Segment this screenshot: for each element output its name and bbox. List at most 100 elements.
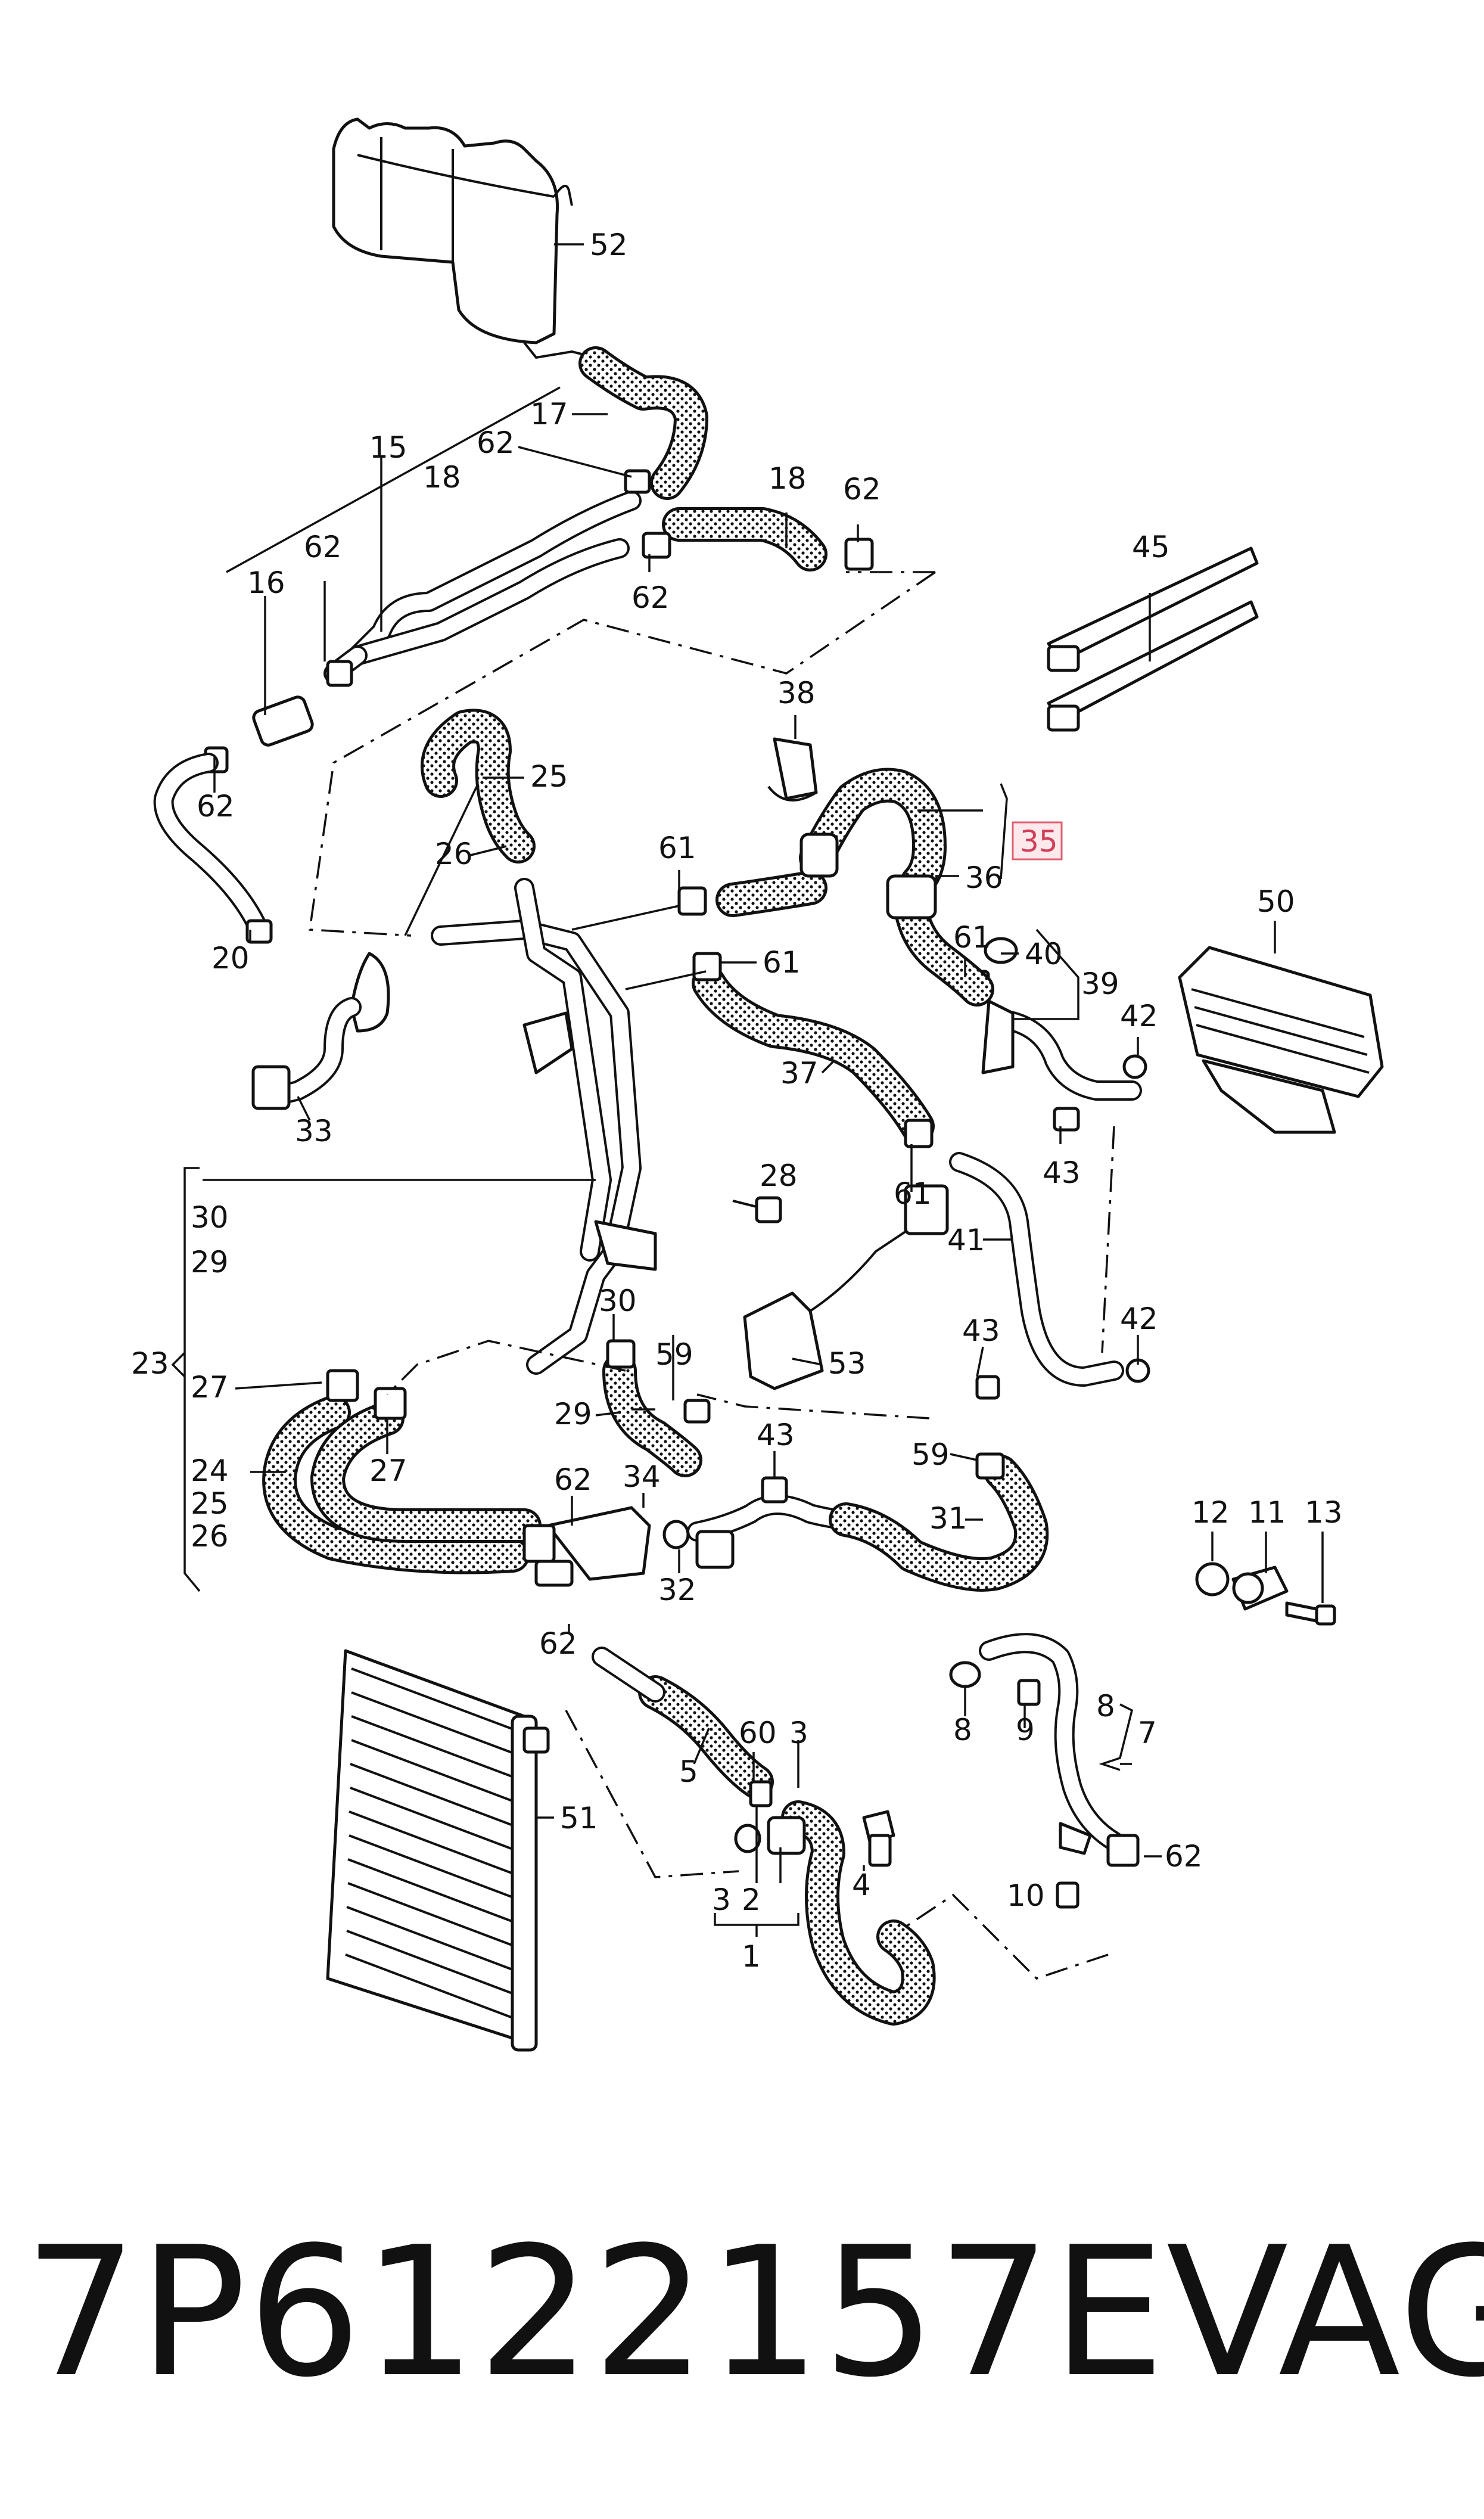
clamp-part-30[interactable] [606, 1339, 636, 1369]
callout-16: 16 [247, 566, 285, 600]
callout-29: 29 [554, 1397, 592, 1431]
brand-name: VAG [1166, 2208, 1484, 2416]
callout-53: 53 [828, 1346, 866, 1381]
callout-5: 5 [679, 1754, 698, 1789]
callout-28: 28 [760, 1158, 798, 1193]
clamp-part-59[interactable] [683, 1399, 1005, 1480]
callout-4: 4 [852, 1868, 871, 1902]
part-number-caption: 7P6122157E VAG [24, 2205, 1484, 2419]
callout-8: 8 [953, 1713, 972, 1747]
bolt-part-10[interactable] [1056, 1881, 1079, 1909]
callout-42: 42 [1120, 1302, 1158, 1336]
callout-43: 43 [1043, 1156, 1081, 1190]
callout-labels: 52 17 15 18 62 18 62 16 62 62 62 20 38 4… [131, 228, 1343, 1974]
callout-8: 8 [1096, 1689, 1115, 1723]
callout-43: 43 [757, 1418, 795, 1452]
callout-24: 24 [191, 1453, 229, 1488]
pipe-assembly-part-23[interactable] [431, 878, 657, 1375]
coolant-system-exploded-diagram: 52 17 15 18 62 18 62 16 62 62 62 20 38 4… [131, 117, 1384, 2052]
connector-part-27[interactable] [326, 1369, 407, 1420]
callout-45: 45 [1132, 530, 1170, 564]
hose-part-17[interactable] [578, 346, 708, 500]
seal-part-32[interactable] [662, 1520, 690, 1549]
pipe-part-33[interactable] [251, 952, 390, 1110]
callout-61: 61 [658, 831, 696, 865]
cable-tie-part-45[interactable] [1047, 546, 1259, 732]
hose-part-37[interactable] [692, 966, 935, 1144]
bolt-part-43[interactable] [761, 1107, 1080, 1504]
callout-35: 35 [1020, 824, 1058, 859]
callout-50: 50 [1257, 884, 1295, 919]
callout-1: 1 [742, 1939, 761, 1974]
hose-group-part-24[interactable] [262, 1395, 542, 1574]
plug-part-11[interactable] [1231, 1566, 1289, 1611]
bolt-part-9[interactable] [1017, 1679, 1041, 1706]
pipe-part-20[interactable] [153, 753, 273, 944]
callout-36: 36 [965, 861, 1003, 895]
callout-7: 7 [1138, 1716, 1157, 1750]
hose-part-1[interactable] [734, 1800, 936, 2026]
callout-59: 59 [655, 1337, 693, 1372]
bolt-part-4[interactable] [868, 1834, 892, 1867]
callout-34: 34 [623, 1459, 661, 1494]
cap-part-40[interactable] [984, 937, 1018, 964]
callout-52: 52 [590, 228, 628, 262]
callout-2: 2 [742, 1883, 761, 1917]
callout-51: 51 [560, 1801, 598, 1835]
callout-43: 43 [962, 1313, 1000, 1348]
callout-26: 26 [191, 1519, 229, 1554]
callout-39: 39 [1081, 967, 1119, 1001]
callout-32: 32 [658, 1573, 696, 1607]
callout-23: 23 [131, 1346, 169, 1381]
callout-18: 18 [423, 460, 461, 495]
callout-25: 25 [191, 1486, 229, 1521]
callout-9: 9 [1016, 1713, 1035, 1747]
expansion-tank-part-52[interactable] [332, 117, 596, 359]
ring-part-8[interactable] [949, 1661, 981, 1688]
callout-61: 61 [894, 1176, 932, 1211]
callout-18: 18 [769, 461, 807, 496]
oil-cooler-part-50[interactable] [1178, 946, 1384, 1134]
highlight-callout-35[interactable]: 35 [1012, 821, 1063, 861]
callout-61: 61 [763, 945, 801, 980]
pipe-part-39[interactable] [981, 999, 1142, 1101]
hose-part-25[interactable] [421, 709, 536, 864]
callout-29: 29 [191, 1245, 229, 1279]
hose-part-31[interactable] [687, 1455, 1049, 1592]
callout-62: 62 [1165, 1839, 1203, 1874]
radiator-part-51[interactable] [326, 1649, 550, 2052]
hose-part-16[interactable] [251, 695, 314, 747]
callout-11: 11 [1248, 1495, 1286, 1530]
callout-13: 13 [1305, 1495, 1343, 1530]
pipe-part-15[interactable] [323, 490, 642, 684]
pipe-part-41[interactable] [949, 1152, 1124, 1387]
callout-3: 3 [789, 1716, 808, 1750]
part-number: 7P6122157E [24, 2208, 1166, 2416]
seal-part-42[interactable] [1122, 1054, 1150, 1383]
callout-37: 37 [780, 1056, 819, 1091]
callout-62: 62 [843, 472, 881, 507]
callout-26: 26 [435, 837, 473, 871]
pipe-part-7[interactable] [979, 1633, 1140, 1867]
callout-27: 27 [191, 1370, 229, 1405]
callout-3: 3 [712, 1883, 731, 1917]
valve-part-53[interactable] [743, 1184, 949, 1390]
clip-part-60[interactable] [749, 1780, 773, 1807]
seal-part-12[interactable] [1195, 1562, 1230, 1596]
callout-12: 12 [1191, 1495, 1230, 1530]
leader-lines [171, 243, 1324, 1937]
callout-40: 40 [1025, 937, 1063, 971]
hose-part-35[interactable] [799, 768, 994, 1007]
hose-part-18[interactable] [662, 507, 827, 571]
hose-part-29[interactable] [602, 1353, 702, 1477]
callout-30: 30 [599, 1284, 637, 1318]
callout-62: 62 [631, 580, 670, 615]
callout-33: 33 [295, 1114, 333, 1148]
hose-part-5[interactable] [592, 1647, 774, 1799]
callout-31: 31 [929, 1501, 967, 1536]
flange-part-34[interactable] [522, 1506, 651, 1587]
bolt-part-13[interactable] [1285, 1601, 1336, 1626]
clip-part-38[interactable] [767, 737, 818, 802]
bolt-part-28[interactable] [732, 1196, 782, 1223]
callout-62: 62 [554, 1462, 592, 1497]
